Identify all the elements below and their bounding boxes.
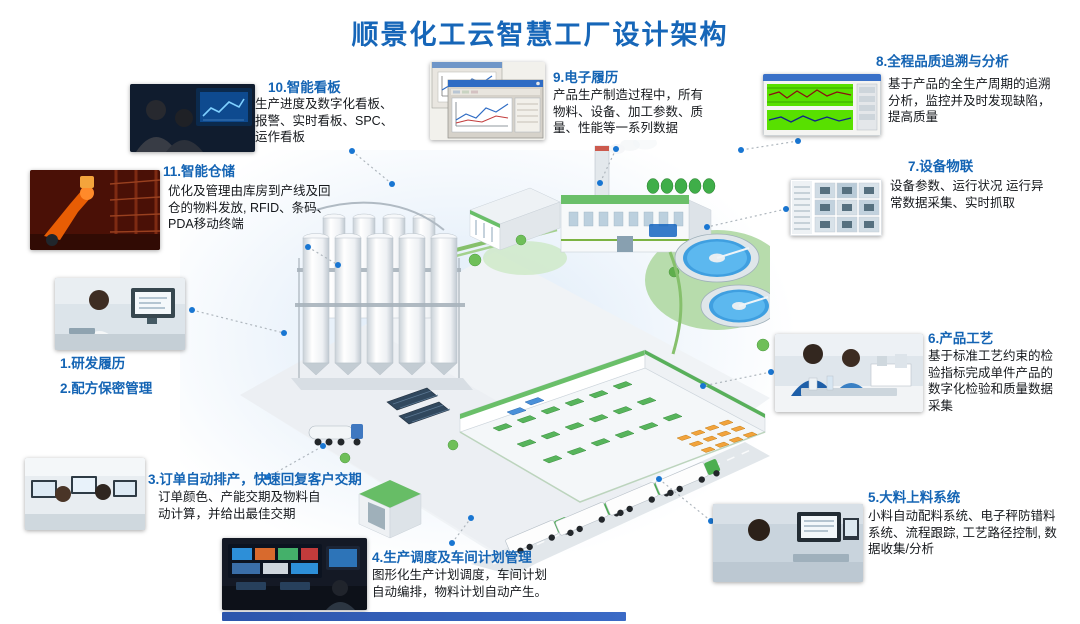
clarifier-tanks xyxy=(674,233,778,328)
screenshot-quality-trace xyxy=(763,74,881,136)
page-title: 顺景化工云智慧工厂设计架构 xyxy=(351,20,729,50)
callout-7-text: 设备参数、运行状况 运行异常数据采集、实时抓取 xyxy=(890,179,1044,210)
callout-5-text: 小料自动配料系统、电子秤防错料系统、流程跟踪, 工艺路径控制, 数据收集/分析 xyxy=(868,509,1057,557)
solar-panels xyxy=(386,387,451,425)
callout-4-label: 4.生产调度及车间计划管理 xyxy=(372,550,532,565)
callout-10-label: 10.智能看板 xyxy=(268,80,341,95)
pallet-racks xyxy=(676,419,758,453)
callout-8-label: 8.全程品质追溯与分析 xyxy=(876,54,1009,69)
photo-control-room xyxy=(222,538,367,610)
callout-10-text: 生产进度及数字化看板、报警、实时看板、SPC、运作看板 xyxy=(255,97,394,145)
callout-3-text: 订单颜色、产能交期及物料自动计算，并给出最佳交期 xyxy=(158,490,321,521)
callout-9-text: 产品生产制造过程中，所有物料、设备、加工参数、质量、性能等一系列数据 xyxy=(553,88,704,136)
screenshot-device-iot xyxy=(790,179,882,236)
production-hall xyxy=(459,349,766,503)
small-warehouse xyxy=(358,480,422,539)
callout-6-text: 基于标准工艺约束的检验指标完成单件产品的数字化检验和质量数据采集 xyxy=(928,349,1054,413)
callout-5-label: 5.大料上料系统 xyxy=(868,490,961,505)
photo-feeding-workstation xyxy=(713,504,863,582)
trees xyxy=(339,234,770,464)
screenshot-electronic-record xyxy=(430,62,545,140)
callout-4-text: 图形化生产计划调度，车间计划自动编排，物料计划自动产生。 xyxy=(372,568,548,599)
callout-1-label: 1.研发履历 xyxy=(60,356,126,371)
callout-8-text: 基于产品的全生产周期的追溯分析，监控并及时发现缺陷，提高质量 xyxy=(888,77,1051,125)
callout-9-label: 9.电子履历 xyxy=(553,70,619,85)
photo-smart-kanban xyxy=(130,84,255,152)
callout-6-label: 6.产品工艺 xyxy=(928,331,994,346)
chimney xyxy=(594,136,657,205)
callout-11-label: 11.智能仓储 xyxy=(163,164,236,179)
photo-product-craft-lab xyxy=(775,334,923,412)
tanker-truck xyxy=(308,424,363,446)
callout-7-label: 7.设备物联 xyxy=(908,159,974,174)
photo-order-office xyxy=(25,458,145,530)
photo-smart-warehouse xyxy=(30,170,160,250)
callout-2-label: 2.配方保密管理 xyxy=(60,381,153,396)
callout-11-text: 优化及管理由库房到产线及回仓的物料发放, RFID、条码、PDA移动终端 xyxy=(168,184,331,232)
callout-3-label: 3.订单自动排产，快速回复客户交期 xyxy=(148,472,362,487)
auxiliary-building xyxy=(469,187,561,251)
photo-rd-engineer xyxy=(55,278,185,350)
bottom-accent-bar xyxy=(222,612,626,621)
